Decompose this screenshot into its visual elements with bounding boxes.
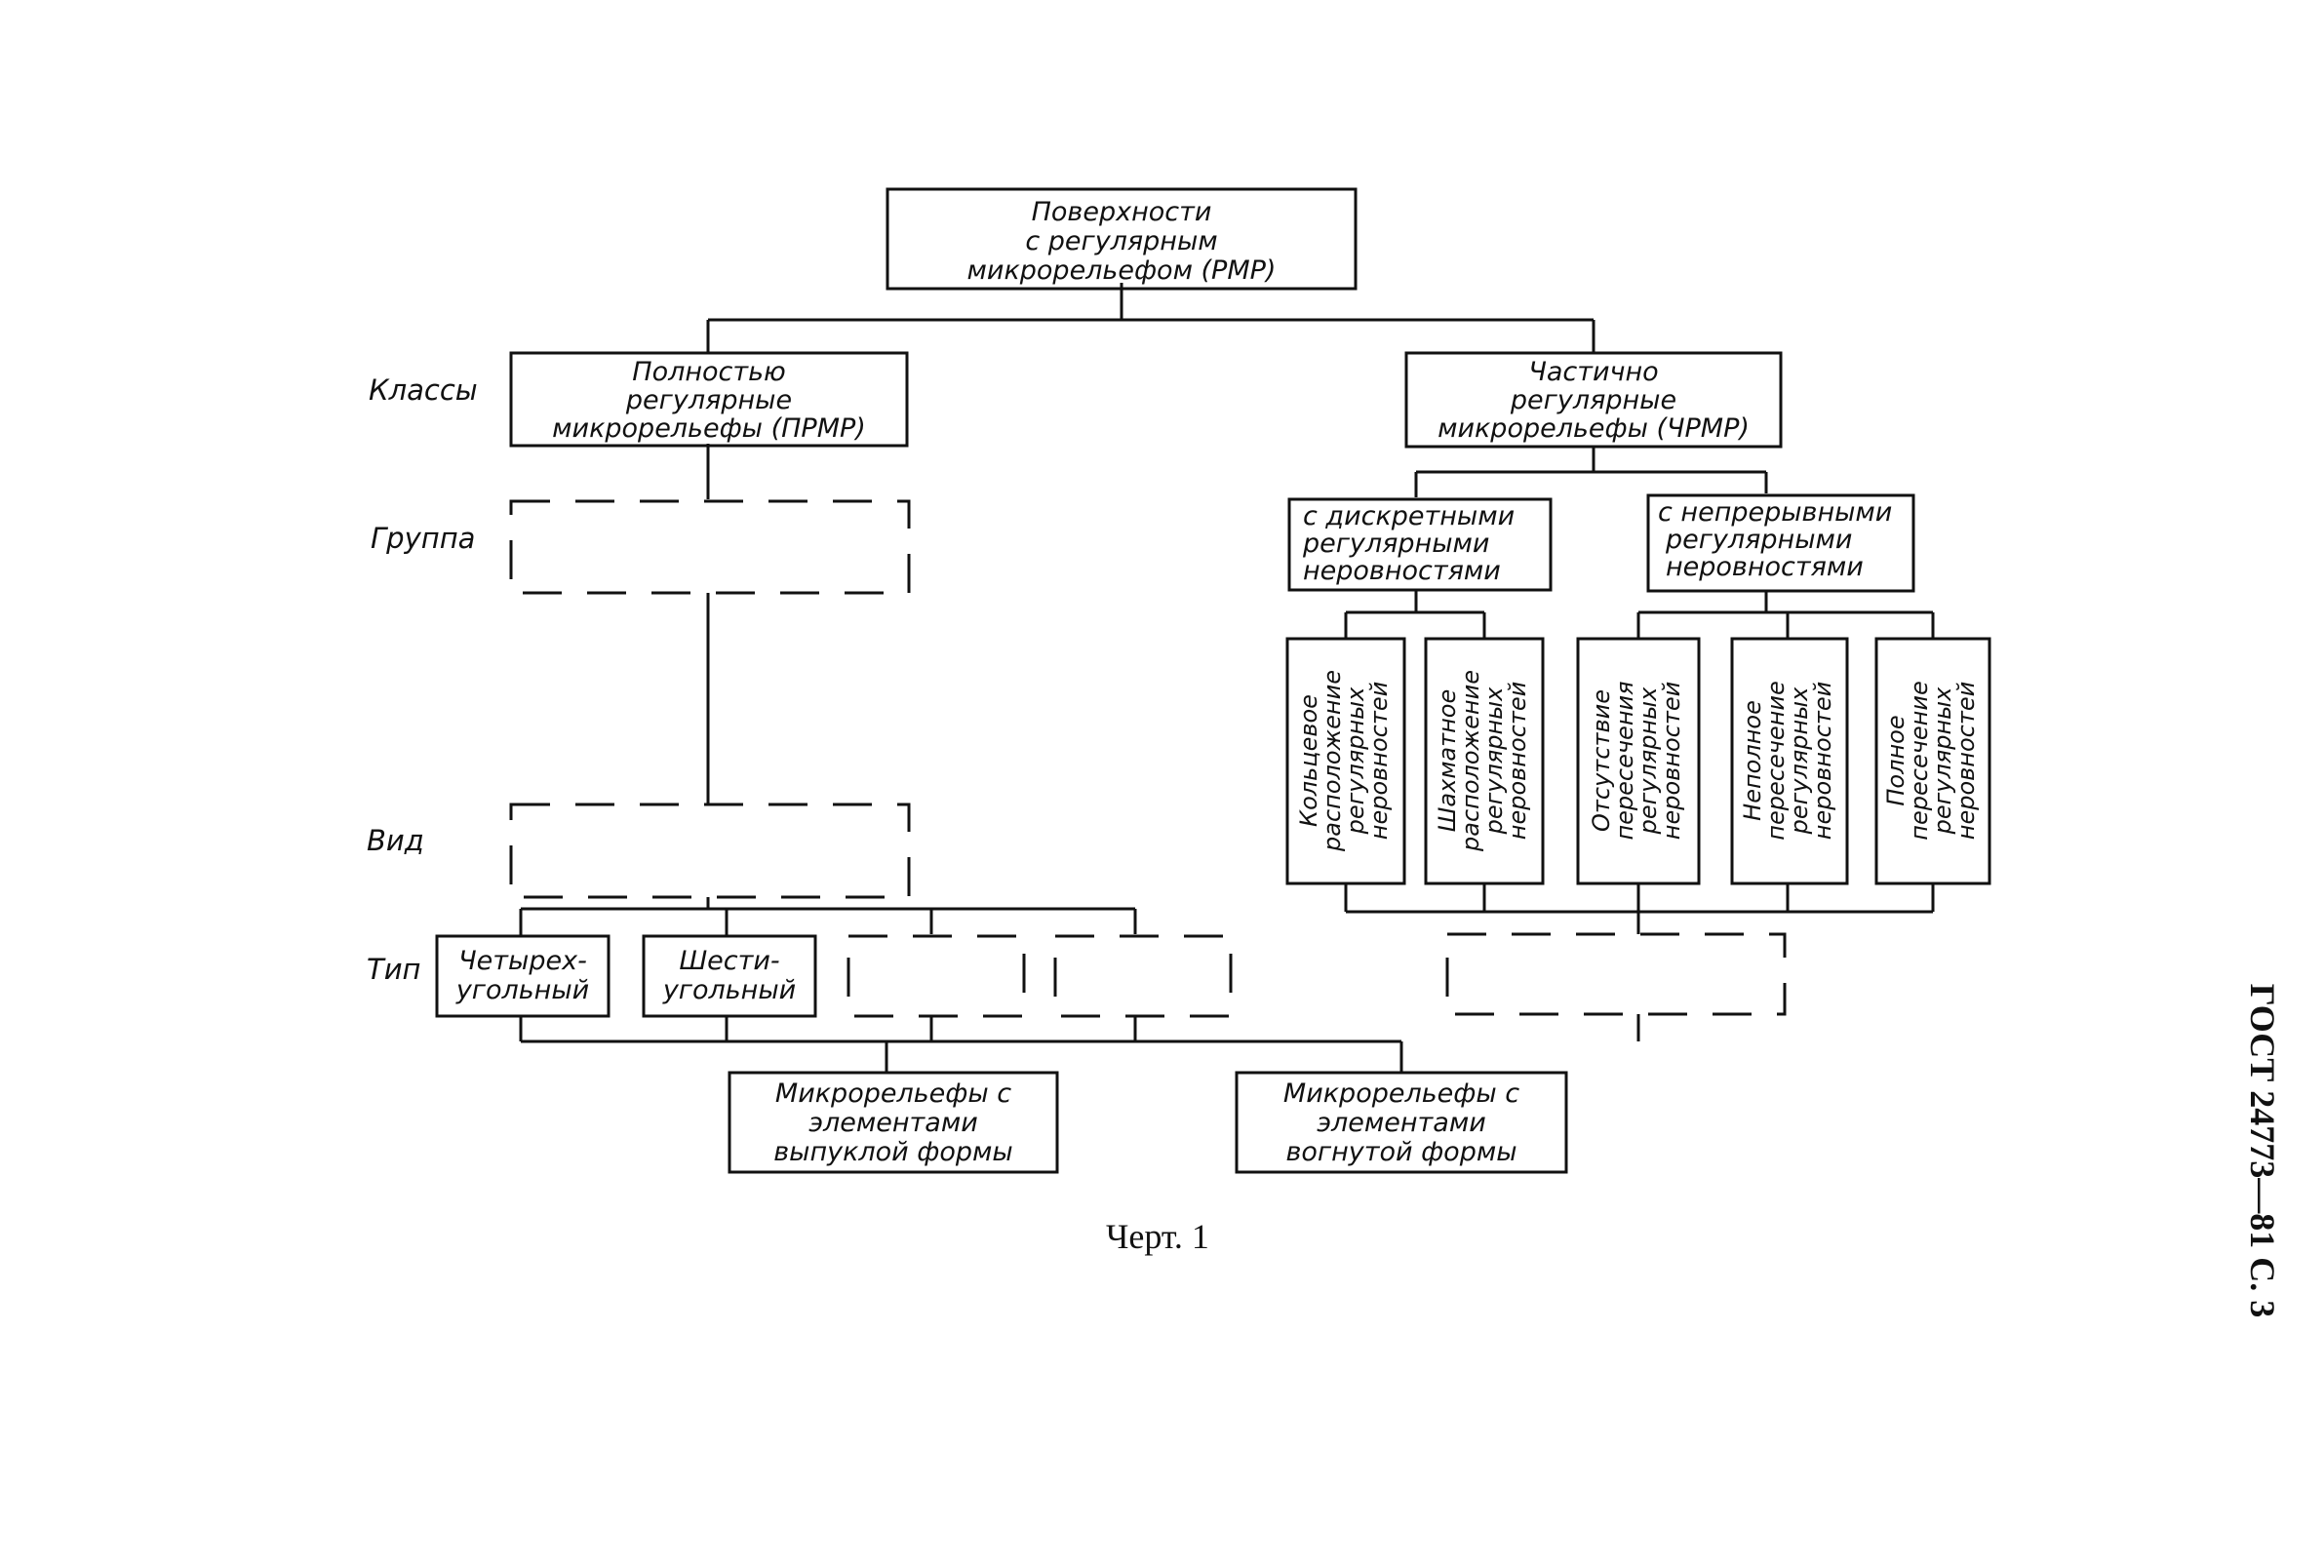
root-label: Поверхности: [1032, 197, 1212, 227]
kind-label: неровностей: [1504, 682, 1531, 840]
element-concave-box: [1235, 1071, 1568, 1174]
svg-text:Шахматноерасположениерегулярны: Шахматноерасположениерегулярныхнеровност…: [1434, 670, 1531, 852]
kind-box: [1874, 637, 1991, 885]
svg-text:Отсутствиепересечениярегулярны: Отсутствиепересечениярегулярныхнеровност…: [1588, 681, 1685, 840]
element-convex-box: [728, 1071, 1059, 1174]
kind-label: Отсутствие: [1588, 689, 1615, 832]
kind-label: пересечение: [1906, 681, 1933, 840]
kind-label: регулярных: [1342, 686, 1369, 835]
connector: [885, 1041, 1403, 1073]
kind-placeholder-box: [509, 803, 911, 899]
connector: [1636, 590, 1935, 639]
svg-text:Неполноепересечениерегулярныхн: Неполноепересечениерегулярныхнеровностей: [1739, 681, 1836, 840]
type-quad-label: угольный: [455, 975, 589, 1005]
kind-label: неровностей: [1365, 682, 1393, 840]
element-convex-label: выпуклой формы: [773, 1137, 1013, 1167]
type-quad-box: [435, 934, 611, 1018]
type-placeholder-box: [847, 934, 1026, 1018]
group-placeholder-box: [509, 499, 911, 595]
class-full-box: [509, 351, 909, 448]
kind-label: Полное: [1882, 715, 1910, 805]
group-continuous-label: с непрерывными: [1658, 497, 1892, 528]
kind-label: неровностей: [1658, 682, 1685, 840]
element-convex-label: Микрорельефы с: [775, 1078, 1011, 1109]
element-concave-label: элементами: [1317, 1108, 1486, 1138]
element-convex-label: элементами: [808, 1108, 978, 1138]
level-classes-label: Классы: [369, 373, 478, 407]
element-concave-label: вогнутой формы: [1285, 1137, 1517, 1167]
level-group-label: Группа: [371, 522, 475, 555]
class-full-label: микрорельефы (ПРМР): [552, 413, 866, 444]
class-full-label: Полностью: [632, 357, 785, 387]
kind-box: [1576, 637, 1701, 885]
element-concave-label: Микрорельефы с: [1283, 1078, 1519, 1109]
connector: [519, 907, 1137, 936]
type-hex-box: [642, 934, 817, 1018]
svg-text:Шести-угольный: Шести-угольный: [662, 946, 796, 1005]
connector: [1414, 447, 1768, 497]
figure-caption: Черт. 1: [1106, 1217, 1209, 1256]
group-discrete-label: неровностями: [1303, 556, 1501, 586]
connector: [1344, 882, 1935, 914]
kind-label: пересечения: [1611, 681, 1638, 840]
class-partial-label: регулярные: [1510, 385, 1676, 415]
kind-label: Шахматное: [1434, 689, 1461, 833]
connector: [1344, 590, 1486, 639]
connector: [519, 1016, 1401, 1043]
kind-label: регулярных: [1929, 686, 1956, 835]
class-partial-box: [1404, 351, 1783, 449]
kind-label: расположение: [1319, 670, 1346, 852]
class-partial-label: Частично: [1528, 357, 1658, 387]
kind-label: регулярных: [1635, 686, 1662, 835]
root-label: микрорельефом (РМР): [967, 255, 1277, 286]
kind-box: [1424, 637, 1545, 885]
root-label: с регулярным: [1025, 226, 1217, 256]
kind-box: [1730, 637, 1849, 885]
root-box: [886, 187, 1358, 291]
kind-label: неровностей: [1809, 682, 1836, 840]
kind-label: Кольцевое: [1295, 694, 1322, 827]
svg-text:Кольцевоерасположениерегулярны: Кольцевоерасположениерегулярныхнеровност…: [1295, 670, 1393, 852]
type-placeholder-box: [1053, 934, 1233, 1018]
group-continuous-label: регулярными: [1665, 525, 1852, 555]
kind-label: регулярных: [1786, 686, 1813, 835]
svg-text:Четырех-угольный: Четырех-угольный: [455, 946, 589, 1005]
group-continuous-label: неровностями: [1666, 552, 1864, 582]
type-placeholder-box: [1445, 932, 1787, 1016]
group-discrete-label: с дискретными: [1303, 501, 1515, 531]
kind-label: расположение: [1457, 670, 1484, 852]
kind-label: пересечение: [1762, 681, 1790, 840]
kind-label: Неполное: [1739, 700, 1766, 821]
side-note: ГОСТ 24773—81 С. 3: [2243, 984, 2282, 1317]
group-discrete-label: регулярными: [1302, 529, 1489, 559]
connector: [706, 283, 1595, 353]
class-partial-label: микрорельефы (ЧРМР): [1438, 413, 1750, 444]
type-hex-label: угольный: [662, 975, 796, 1005]
kind-box: [1285, 637, 1406, 885]
type-quad-label: Четырех-: [458, 946, 587, 976]
group-continuous-box: [1646, 493, 1915, 593]
level-kind-label: Вид: [367, 824, 424, 857]
type-hex-label: Шести-: [679, 946, 779, 976]
kind-label: регулярных: [1480, 686, 1508, 835]
svg-text:Полноепересечениерегулярныхнер: Полноепересечениерегулярныхнеровностей: [1882, 681, 1980, 840]
group-discrete-box: [1287, 497, 1553, 592]
class-full-label: регулярные: [625, 385, 792, 415]
kind-label: неровностей: [1952, 682, 1980, 840]
level-type-label: Тип: [367, 953, 421, 986]
